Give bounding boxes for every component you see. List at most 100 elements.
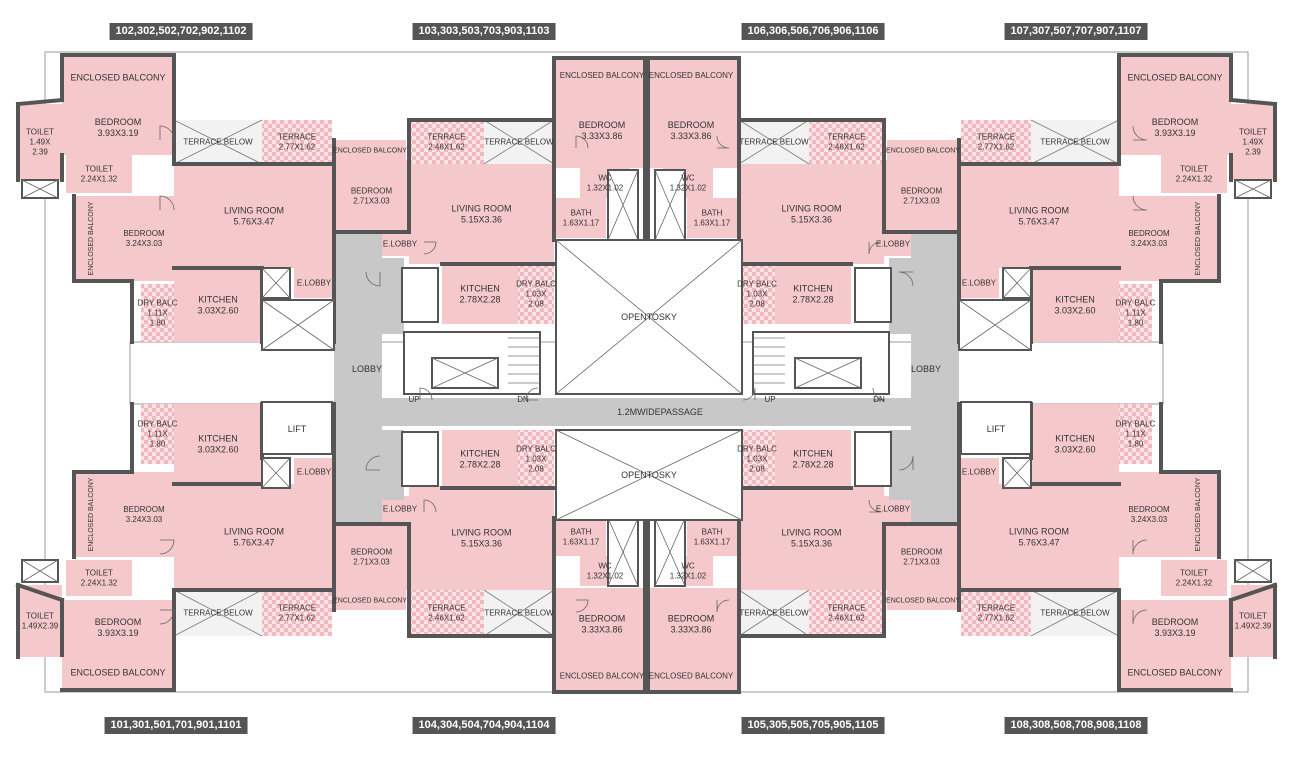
terrace-below-label: TERRACE BELOW (484, 138, 554, 147)
living-room-label: 5.76X3.47 (233, 538, 274, 548)
dry-balcony-label: 2.08 (749, 300, 765, 309)
bedroom-label: 3.93X3.19 (1154, 628, 1195, 638)
door-swing (716, 599, 730, 613)
kitchen-label: KITCHEN (460, 284, 500, 294)
e-lobby-label: E.LOBBY (962, 279, 997, 288)
enclosed-balcony-label: ENCLOSED BALCONY (886, 597, 960, 604)
enclosed-balcony (1119, 655, 1231, 690)
door-swing (575, 135, 589, 149)
door-swing (742, 387, 756, 401)
unit-tag-tag-105: 105,305,505,705,905,1105 (741, 717, 885, 734)
shaft-cross (607, 517, 639, 587)
door-swing (159, 125, 175, 141)
door-swing (423, 241, 437, 255)
bath-label: BATH (702, 528, 723, 537)
terrace-below-cross (738, 589, 810, 637)
bedroom-label: BEDROOM (579, 614, 626, 624)
lift-car (401, 267, 439, 323)
bedroom (62, 600, 174, 655)
door-swing (898, 271, 914, 287)
enclosed-balcony (334, 140, 406, 160)
bedroom-label: 3.24X3.03 (1131, 515, 1168, 524)
kitchen-label: 3.03X2.60 (1054, 445, 1095, 455)
terrace (409, 120, 484, 164)
bedroom-label: 3.93X3.19 (1154, 128, 1195, 138)
lobby (911, 232, 959, 524)
dry-balcony-label: DRY BALC (138, 420, 178, 429)
bedroom-label: 3.93X3.19 (97, 128, 138, 138)
toilet-label: TOILET (1180, 569, 1208, 578)
duct-cross (261, 267, 291, 299)
terrace-below-label: TERRACE BELOW (1040, 609, 1110, 618)
terrace-below-cross (483, 589, 555, 637)
bedroom-label: BEDROOM (901, 187, 943, 196)
bedroom-label: 3.24X3.03 (1131, 239, 1168, 248)
living-room (174, 164, 334, 268)
bedroom-label: BEDROOM (1152, 117, 1199, 127)
kitchen-label: 2.78X2.28 (459, 295, 500, 305)
kitchen-label: 2.78X2.28 (792, 460, 833, 470)
kitchen (1031, 404, 1119, 484)
dry-balcony-label: 1.03X (747, 455, 769, 464)
terrace (961, 120, 1031, 164)
stair-label: UP (764, 395, 775, 404)
dry-balcony-label: DRY BALC (1116, 299, 1156, 308)
wall (15, 97, 65, 107)
bedroom-label: BEDROOM (351, 187, 393, 196)
bedroom (645, 588, 737, 660)
bedroom-label: BEDROOM (668, 120, 715, 130)
enclosed-balcony-label: ENCLOSED BALCONY (88, 201, 95, 275)
wc-label: 1.32X1.02 (670, 572, 707, 581)
living-room-label: 5.15X3.36 (791, 215, 832, 225)
kitchen-label: KITCHEN (198, 434, 238, 444)
toilet-label: TOILET (1239, 612, 1267, 621)
enclosed-balcony-vertical (1181, 196, 1219, 281)
toilet-label: 1.49X (1243, 138, 1265, 147)
unit-tag-tag-106: 106,306,506,706,906,1106 (741, 23, 885, 40)
lift-car (854, 267, 892, 323)
shaft-cross (654, 517, 686, 587)
terrace (809, 120, 884, 164)
unit-tag-tag-103: 103,303,503,703,903,1103 (412, 23, 556, 40)
bedroom (1117, 196, 1181, 281)
terrace-below-label: TERRACE BELOW (739, 609, 809, 618)
enclosed-balcony (887, 140, 959, 160)
duct-cross (1002, 457, 1032, 489)
bedroom-label: 3.33X3.86 (670, 625, 711, 635)
wall (15, 582, 65, 603)
toilet-label: 2.39 (1245, 148, 1261, 157)
terrace (409, 590, 484, 636)
terrace-below-label: TERRACE BELOW (183, 609, 253, 618)
dry-balcony-label: DRY BALC (516, 280, 556, 289)
dry-balcony (739, 264, 775, 324)
living-room-label: 5.76X3.47 (1018, 217, 1059, 227)
bedroom-label: BEDROOM (668, 614, 715, 624)
e-lobby-label: E.LOBBY (297, 468, 332, 477)
dry-balcony-label: 2.08 (749, 465, 765, 474)
e-lobby (382, 232, 418, 256)
bedroom-label: BEDROOM (901, 548, 943, 557)
living-room-label: LIVING ROOM (224, 527, 284, 537)
toilet-label: TOILET (26, 612, 54, 621)
bath-label: BATH (571, 528, 592, 537)
kitchen-label: KITCHEN (460, 449, 500, 459)
door-swing (1132, 195, 1148, 211)
bedroom-label: BEDROOM (1128, 505, 1170, 514)
terrace-label: 2.77X1.62 (978, 614, 1015, 623)
kitchen (775, 264, 851, 324)
e-lobby-label: E.LOBBY (383, 240, 418, 249)
bedroom (62, 100, 174, 155)
living-room-label: LIVING ROOM (1009, 206, 1069, 216)
terrace-below-cross (483, 119, 555, 165)
lobby-label: LOBBY (911, 364, 941, 374)
terrace-label: 2.77X1.62 (279, 143, 316, 152)
bedroom-label: BEDROOM (1128, 229, 1170, 238)
door-swing (1132, 609, 1148, 625)
toilet-label: TOILET (85, 165, 113, 174)
toilet-label: TOILET (1239, 128, 1267, 137)
lobby (334, 232, 382, 524)
bedroom (556, 93, 648, 168)
bedroom-label: 3.24X3.03 (126, 239, 163, 248)
terrace-label: 2.77X1.62 (978, 143, 1015, 152)
dry-balcony (518, 264, 554, 324)
